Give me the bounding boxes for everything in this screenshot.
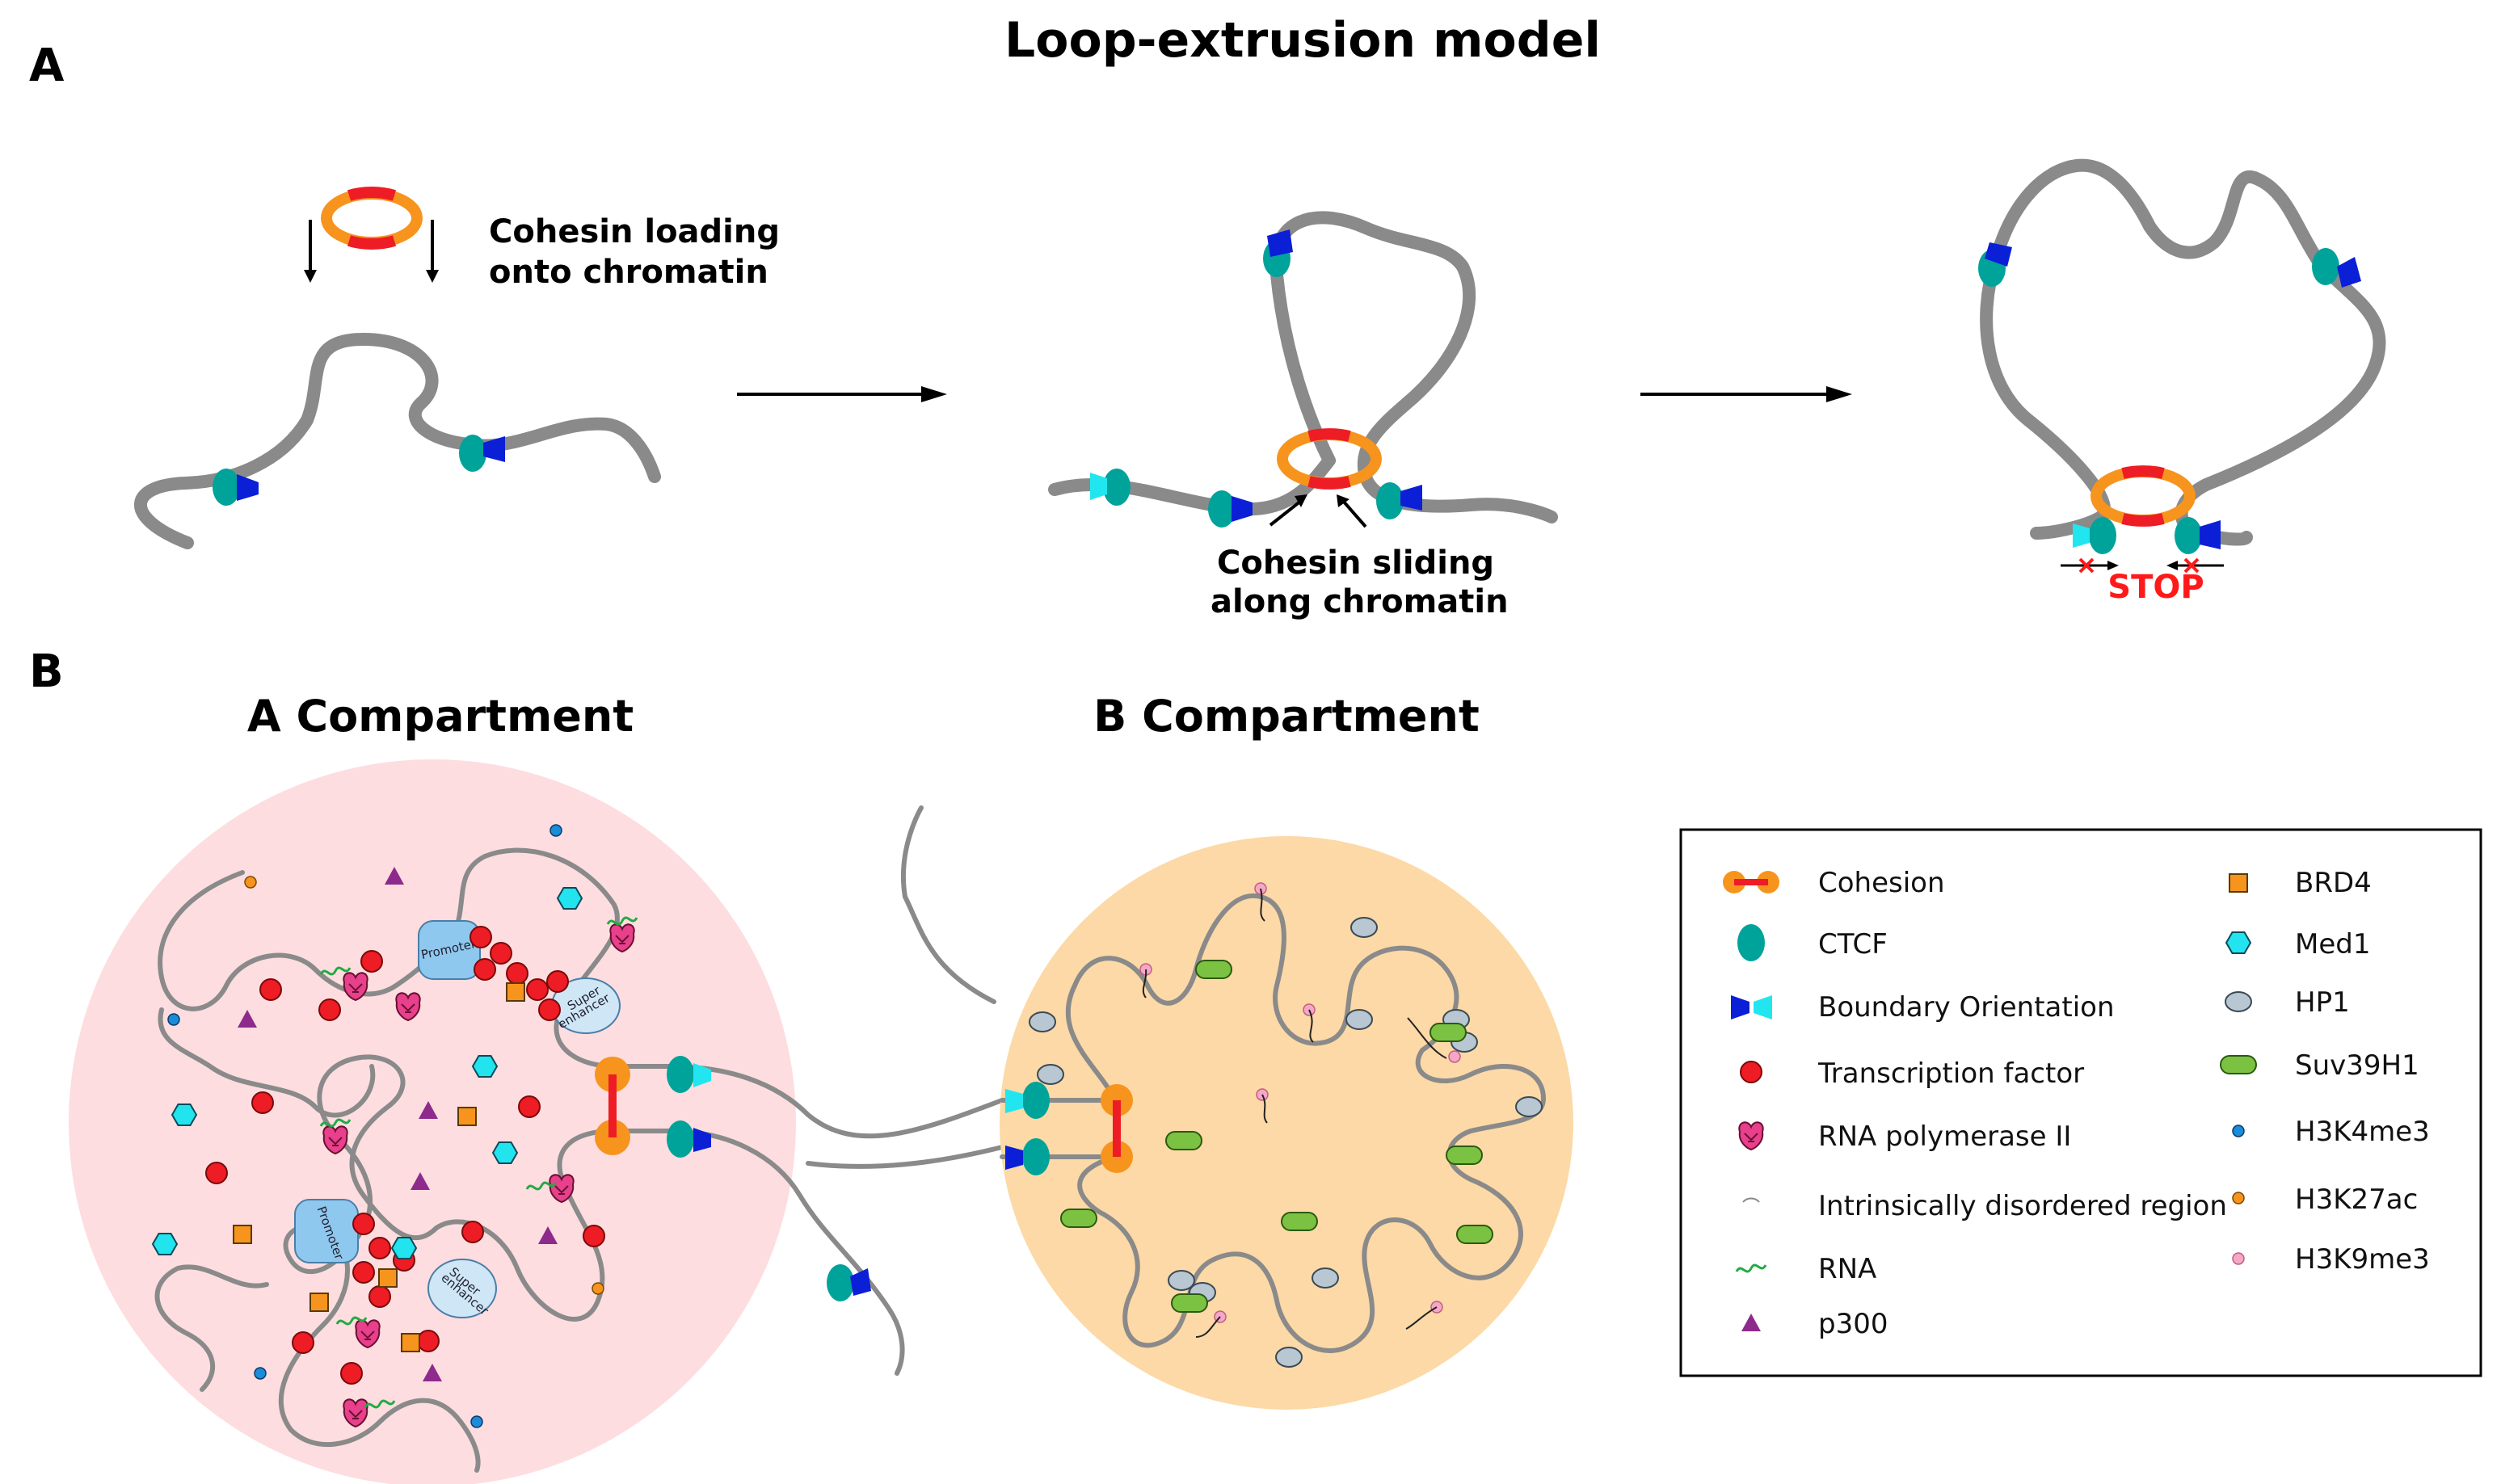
legend-label-med1: Med1	[2295, 928, 2370, 961]
boundary-orientation-icon	[1731, 995, 1772, 1019]
suv39h1-icon	[2220, 1055, 2257, 1074]
cohesin-icon	[1723, 871, 1779, 893]
step2-ctcf-left-outer-icon	[1103, 469, 1131, 506]
step3-boundary-top-left-icon	[1985, 242, 2012, 267]
step2-boundary-left-inner-icon	[1232, 496, 1253, 522]
step1-ctcf-left-icon	[213, 469, 240, 506]
legend-label-cohesion: Cohesion	[1818, 867, 1945, 899]
legend-label-idr: Intrinsically disordered region	[1818, 1190, 2227, 1222]
panel-a-title: Loop-extrusion model	[1004, 12, 1601, 69]
step3-ctcf-bottom-left-icon	[2089, 517, 2116, 554]
legend-label-rna: RNA	[1818, 1253, 1876, 1285]
compartment-b-anchor	[1005, 1082, 1133, 1175]
step-arrow-1	[737, 386, 947, 402]
compartment-b-title: B Compartment	[1093, 691, 1480, 742]
inter-compartment-chromatin-upper	[668, 1064, 1004, 1139]
h3k9me3-icon	[2232, 1252, 2245, 1265]
step3-boundary-bottom-right-icon	[2200, 520, 2221, 549]
inter-compartment-chromatin-b-lower	[806, 1145, 1004, 1169]
step1-cohesin-ring-icon	[321, 186, 423, 250]
step1-caption-line1: Cohesin loading	[489, 213, 780, 250]
legend-label-h3k4me3: H3K4me3	[2295, 1116, 2430, 1148]
step2-chromatin-strand	[1048, 211, 1558, 523]
h3k27ac-icon	[2232, 1192, 2245, 1204]
compartment-a-title: A Compartment	[247, 691, 634, 742]
super-enhancer-bottom: Super enhancer	[427, 1259, 497, 1318]
legend-labels-left: Cohesion CTCF Boundary Orientation Trans…	[1817, 867, 2227, 1340]
super-enhancer-top: Super enhancer	[551, 977, 621, 1034]
legend-label-p300: p300	[1818, 1308, 1888, 1340]
transcription-factor-icon	[1740, 1061, 1762, 1083]
legend-labels-right: BRD4 Med1 HP1 Suv39H1 H3K4me3 H3K27ac H3…	[2295, 867, 2430, 1276]
promoter-top: Promoter	[418, 920, 481, 980]
step3-boundary-top-right-icon	[2337, 257, 2361, 288]
panel-a-letter: A	[29, 40, 65, 92]
legend-label-boundary-orientation: Boundary Orientation	[1818, 991, 2115, 1024]
step1-boundary-left-icon	[237, 474, 259, 501]
legend-label-rna-polymerase: RNA polymerase II	[1818, 1120, 2071, 1153]
step2-caption-line1: Cohesin sliding	[1217, 544, 1494, 582]
step2-boundary-right-inner-icon	[1400, 485, 1422, 511]
step-arrow-2	[1640, 386, 1852, 402]
med1-icon	[2225, 931, 2251, 954]
compartment-a-chromatin-3	[154, 1264, 269, 1392]
legend-box	[1679, 828, 2482, 1377]
step2-ctcf-right-inner-icon	[1376, 482, 1404, 519]
compartment-b-chromatin	[1000, 893, 1546, 1353]
promoter-bottom: Promoter	[294, 1199, 359, 1263]
compartment-b-idr-tails	[1142, 888, 1447, 1338]
step1-boundary-right-icon	[483, 436, 505, 462]
step3-boundary-bottom-left-icon	[2073, 523, 2090, 548]
legend-label-suv39h1: Suv39H1	[2295, 1049, 2419, 1082]
step3-cohesin-ring-icon	[2090, 465, 2196, 527]
legend-label-transcription-factor: Transcription factor	[1817, 1057, 2084, 1090]
brd4-icon	[2229, 873, 2248, 893]
inter-compartment-chromatin-tail	[901, 805, 996, 1004]
ctcf-icon	[1737, 924, 1765, 961]
legend-label-hp1: HP1	[2295, 986, 2350, 1019]
step2-cohesin-ring-icon	[1277, 428, 1382, 490]
legend-label-h3k27ac: H3K27ac	[2295, 1183, 2418, 1216]
step2-sliding-arrows	[1269, 494, 1367, 528]
step2-boundary-left-outer-icon	[1090, 473, 1107, 500]
step3-chromatin-strand	[1980, 158, 2386, 546]
panel-b-letter: B	[29, 645, 64, 698]
step1-loading-arrows	[304, 220, 439, 283]
legend-icons	[1723, 871, 2257, 1331]
step1-caption-line2: onto chromatin	[489, 254, 768, 291]
stop-label: STOP	[2107, 569, 2204, 606]
step2-ctcf-left-inner-icon	[1208, 490, 1236, 528]
legend-label-ctcf: CTCF	[1818, 928, 1888, 961]
step2-boundary-top-icon	[1267, 229, 1293, 257]
inter-compartment-chromatin-lower	[668, 1129, 905, 1376]
step1-chromatin-strand	[134, 333, 661, 549]
h3k4me3-icon	[2232, 1125, 2245, 1137]
legend-label-h3k9me3: H3K9me3	[2295, 1243, 2430, 1276]
step3-blocked-arrows	[2061, 557, 2224, 574]
hp1-icon	[2225, 991, 2252, 1012]
compartment-a-chromatin-2	[158, 1007, 376, 1118]
legend-label-brd4: BRD4	[2295, 867, 2372, 899]
step3-ctcf-bottom-right-icon	[2175, 517, 2202, 554]
step3-ctcf-top-right-icon	[2312, 248, 2339, 285]
step1-ctcf-right-icon	[459, 435, 486, 472]
compartment-a-anchor	[595, 1056, 871, 1301]
step2-caption-line2: along chromatin	[1211, 583, 1509, 620]
